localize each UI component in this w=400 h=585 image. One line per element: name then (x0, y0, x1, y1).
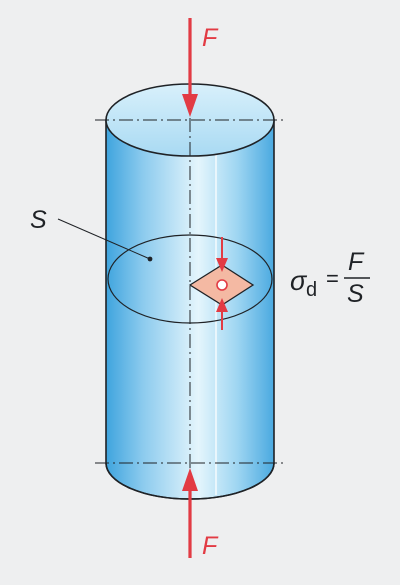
force-bottom: F (182, 468, 219, 560)
cross-section: S (30, 206, 273, 324)
stress-element (188, 237, 255, 330)
stress-formula: σ d = F S (290, 248, 370, 308)
formula-denominator: S (347, 280, 364, 308)
formula-subscript: d (306, 279, 317, 301)
section-label: S (30, 206, 47, 234)
center-lines (95, 70, 286, 515)
stress-arrow-up-icon (216, 298, 228, 312)
formula-sigma: σ (290, 266, 308, 296)
force-top-label: F (202, 24, 219, 52)
force-top-arrow-icon (182, 94, 198, 117)
stress-arrow-down-icon (216, 258, 228, 272)
force-bottom-label: F (202, 532, 219, 560)
force-bottom-arrow-icon (182, 468, 198, 491)
stress-point-marker (216, 279, 228, 291)
cross-section-ellipse (107, 234, 273, 324)
force-top: F (182, 18, 219, 117)
section-leader-line (57, 218, 151, 260)
formula-numerator: F (348, 248, 365, 276)
formula-equals: = (326, 266, 339, 291)
